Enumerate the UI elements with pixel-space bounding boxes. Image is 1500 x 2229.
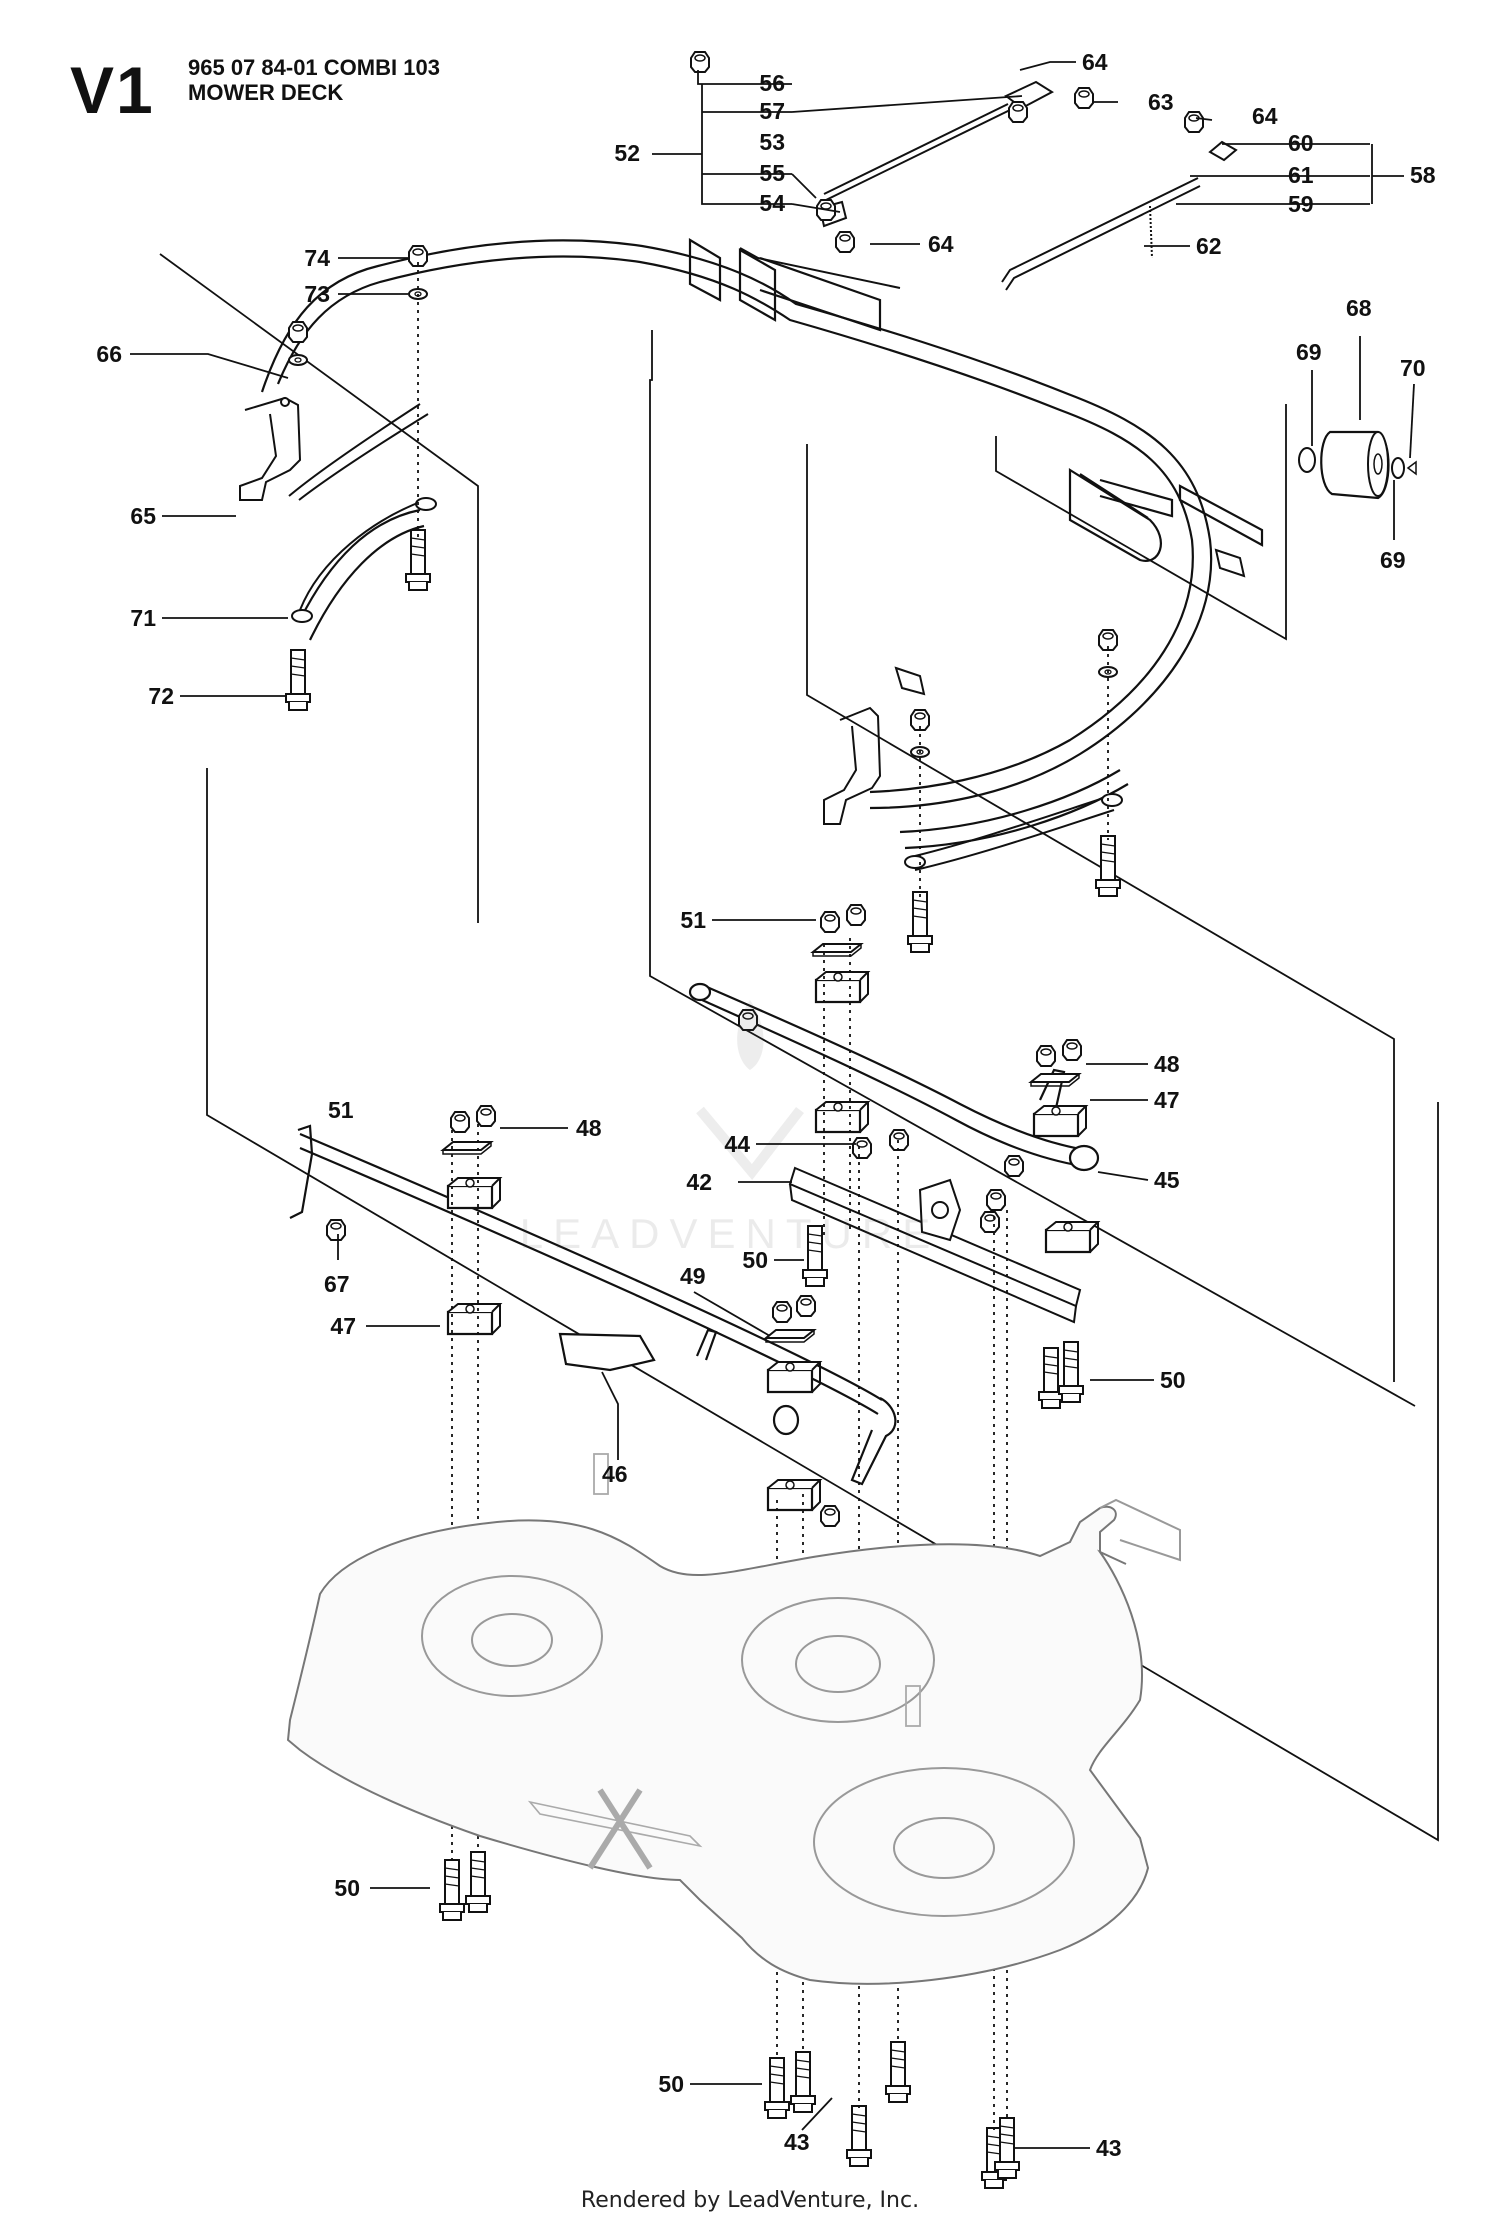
callout-58[interactable]: 58 (1410, 162, 1436, 188)
callout-70[interactable]: 70 (1400, 355, 1426, 381)
callout-59[interactable]: 59 (1288, 191, 1314, 217)
callout-62[interactable]: 62 (1196, 233, 1222, 259)
callout-46[interactable]: 46 (602, 1461, 628, 1487)
callout-72[interactable]: 72 (148, 683, 174, 709)
callout-50[interactable]: 50 (1160, 1367, 1186, 1393)
exploded-view-frames (159, 253, 1439, 1842)
callout-73[interactable]: 73 (304, 281, 330, 307)
callout-47[interactable]: 47 (330, 1313, 356, 1339)
watermark-text: LEADVENTURE (520, 1210, 940, 1257)
callout-53[interactable]: 53 (759, 129, 785, 155)
callout-47[interactable]: 47 (1154, 1087, 1180, 1113)
rear-cross-shaft (289, 1124, 897, 1486)
callout-50[interactable]: 50 (334, 1875, 360, 1901)
callout-69[interactable]: 69 (1296, 339, 1322, 365)
callout-48[interactable]: 48 (1154, 1051, 1180, 1077)
callout-51[interactable]: 51 (328, 1097, 354, 1123)
callout-43[interactable]: 43 (784, 2129, 810, 2155)
diagram-code: V1 (70, 53, 155, 127)
callout-57[interactable]: 57 (759, 98, 785, 124)
callout-45[interactable]: 45 (1154, 1167, 1180, 1193)
callout-55[interactable]: 55 (759, 160, 785, 186)
callout-42[interactable]: 42 (686, 1169, 712, 1195)
center-channel-bracket (788, 1166, 1082, 1324)
brand-watermark: LEADVENTURE (520, 1000, 940, 1257)
callout-51[interactable]: 51 (680, 907, 706, 933)
control-rods (739, 80, 1238, 291)
callout-50[interactable]: 50 (742, 1247, 768, 1273)
lift-arm-assembly (260, 238, 1264, 850)
part-number-callouts: 56 57 53 55 54 52 64 63 64 64 60 61 59 5… (96, 49, 1435, 2161)
callout-68[interactable]: 68 (1346, 295, 1372, 321)
callout-52[interactable]: 52 (614, 140, 640, 166)
callout-54[interactable]: 54 (759, 190, 785, 216)
mower-deck (286, 1453, 1181, 1985)
footer-credit: Rendered by LeadVenture, Inc. (580, 2188, 920, 2213)
callout-56[interactable]: 56 (759, 70, 785, 96)
assembly-name: MOWER DECK (188, 80, 344, 105)
model-number: 965 07 84-01 COMBI 103 (188, 55, 440, 80)
callout-48[interactable]: 48 (576, 1115, 602, 1141)
callout-44[interactable]: 44 (724, 1131, 750, 1157)
left-bracket-assembly (239, 396, 437, 623)
callout-50[interactable]: 50 (658, 2071, 684, 2097)
callout-61[interactable]: 61 (1288, 162, 1314, 188)
callout-49[interactable]: 49 (680, 1263, 706, 1289)
callout-71[interactable]: 71 (130, 605, 156, 631)
callout-64[interactable]: 64 (1082, 49, 1108, 75)
callout-60[interactable]: 60 (1288, 130, 1314, 156)
callout-67[interactable]: 67 (324, 1271, 350, 1297)
callout-63[interactable]: 63 (1148, 89, 1174, 115)
callout-65[interactable]: 65 (130, 503, 156, 529)
callout-64[interactable]: 64 (928, 231, 954, 257)
callout-74[interactable]: 74 (304, 245, 330, 271)
front-cross-shaft (688, 982, 1100, 1172)
hardware-stacks (285, 51, 1246, 2189)
leader-lines (130, 61, 1415, 2149)
callout-43[interactable]: 43 (1096, 2135, 1122, 2161)
right-bracket-assembly (823, 706, 1123, 871)
callout-66[interactable]: 66 (96, 341, 122, 367)
callout-69[interactable]: 69 (1380, 547, 1406, 573)
callout-64[interactable]: 64 (1252, 103, 1278, 129)
roller-wheel-assembly (1298, 430, 1417, 500)
